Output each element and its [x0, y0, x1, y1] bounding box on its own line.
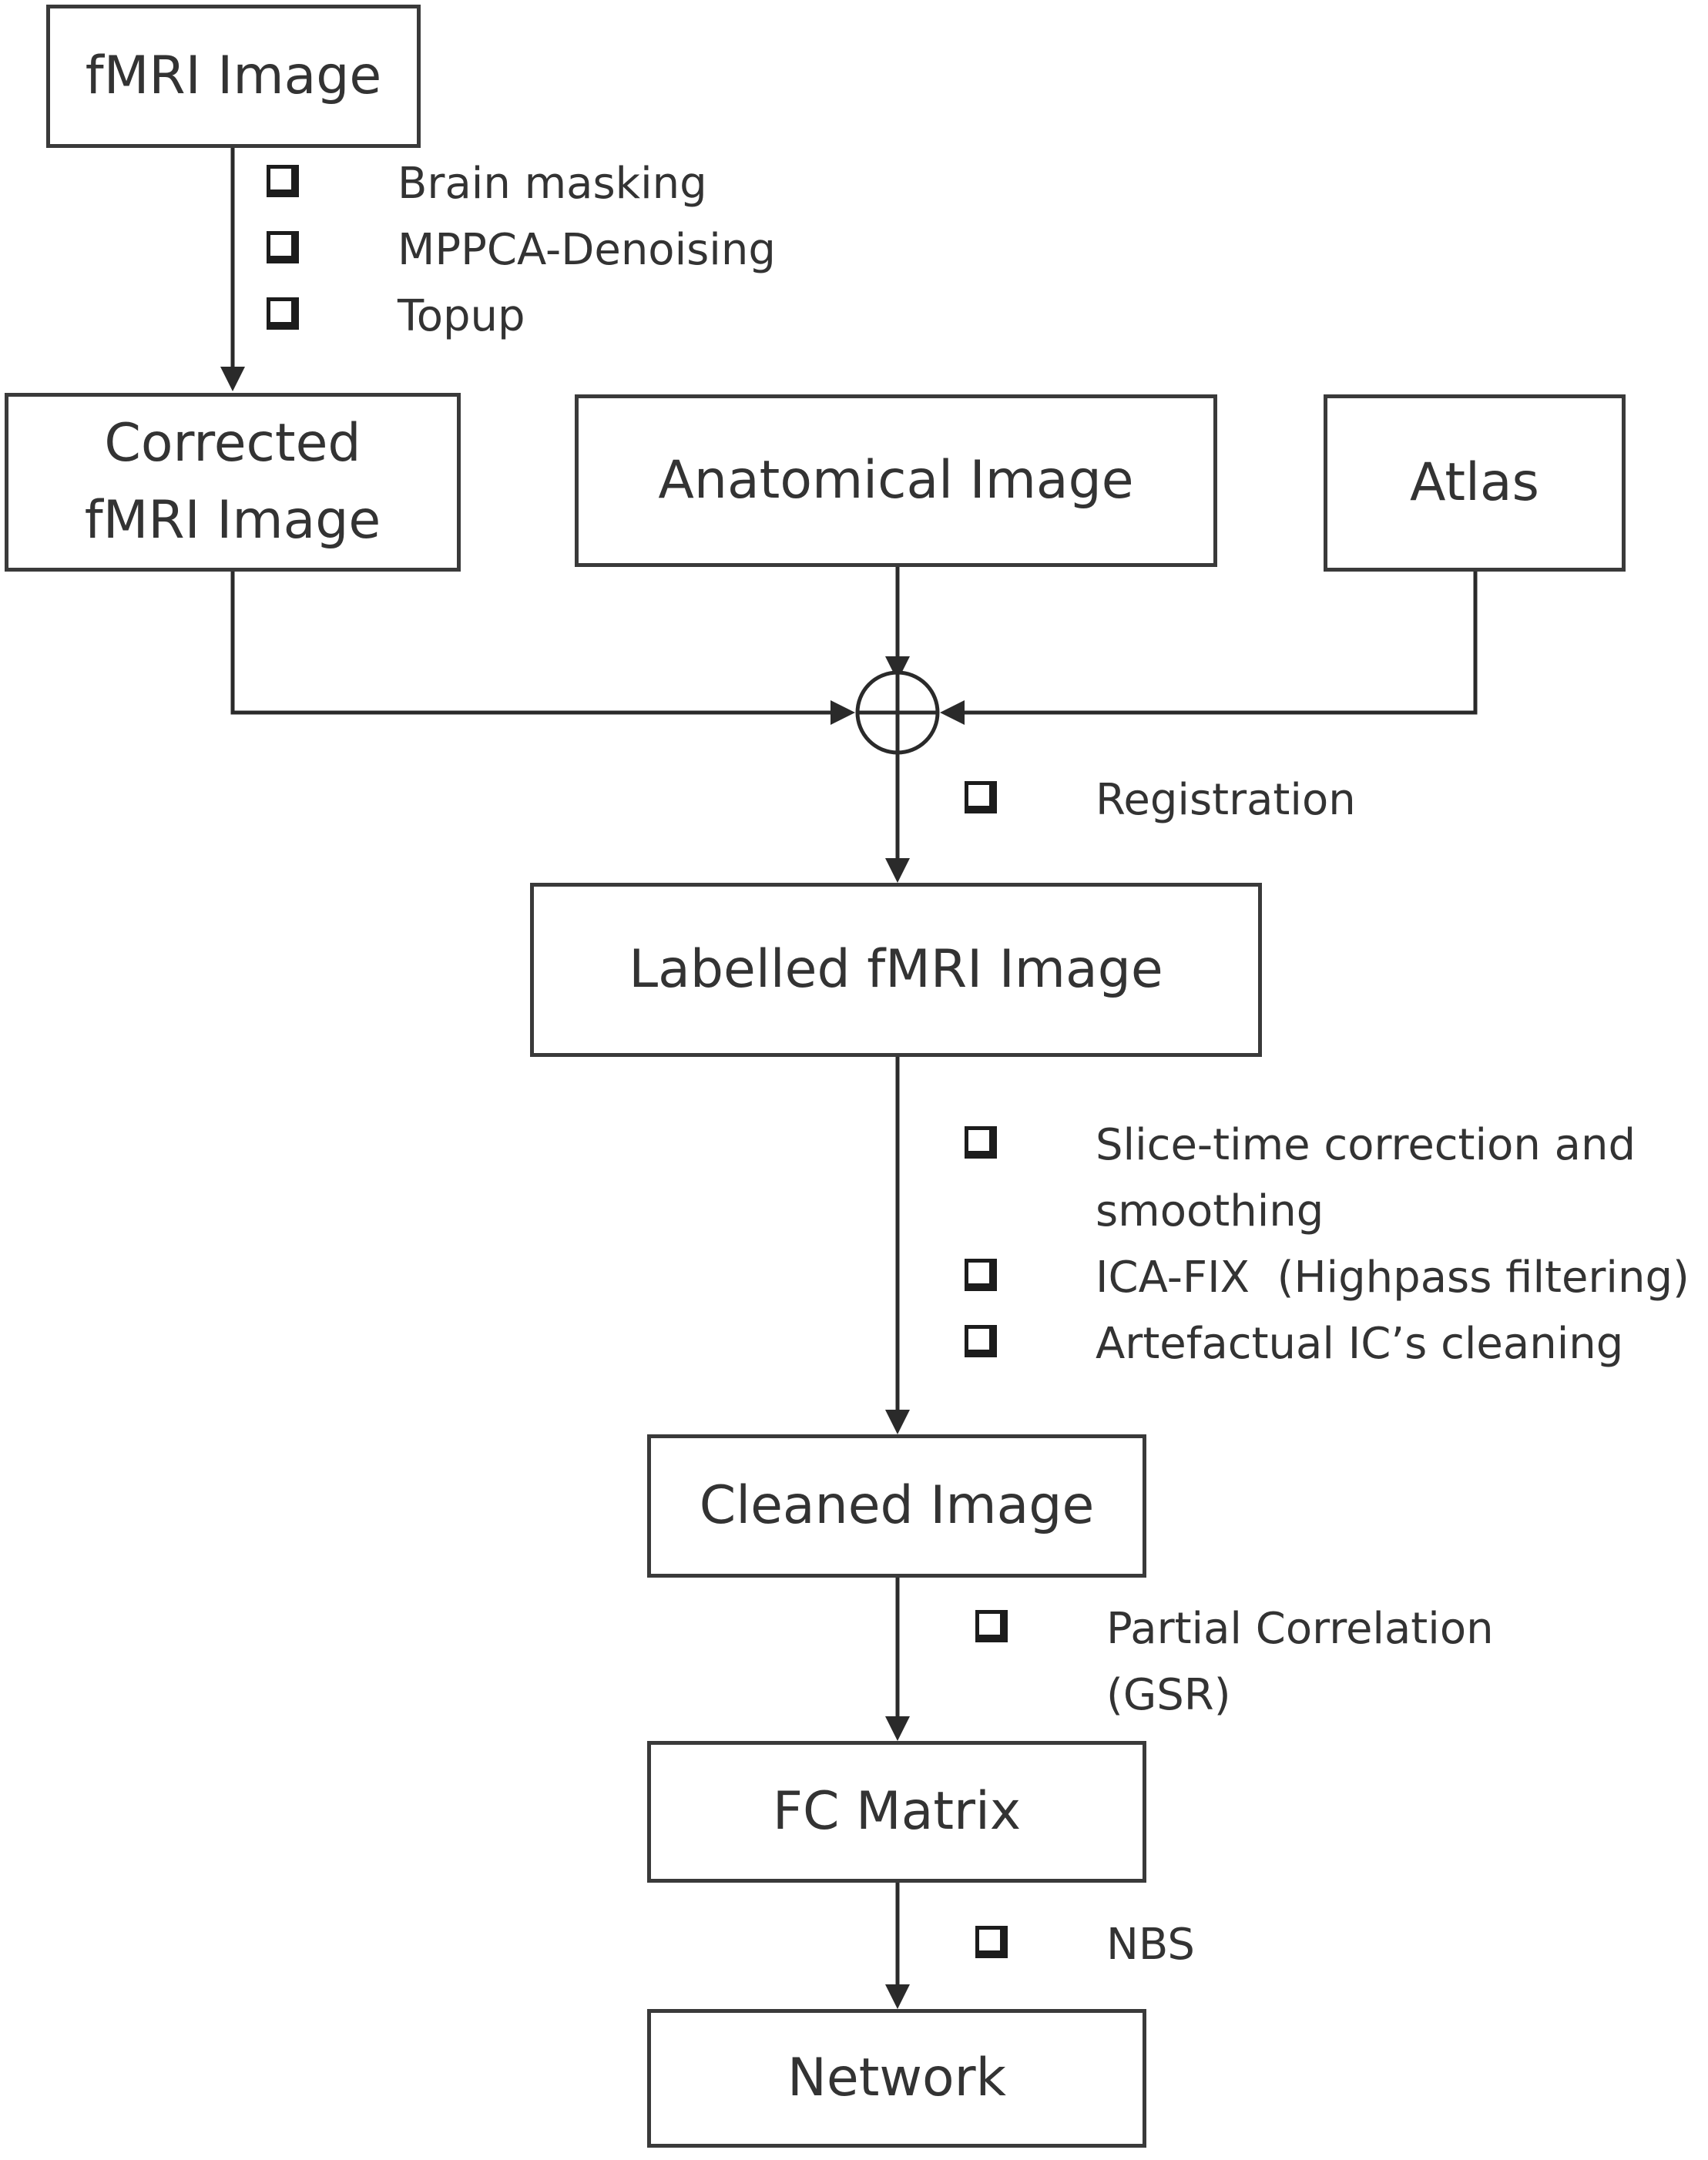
step-label: Registration: [1096, 775, 1356, 825]
step-label: Partial Correlation (GSR): [1106, 1604, 1494, 1720]
node-fmri-image: fMRI Image: [46, 5, 421, 148]
node-label: Network: [787, 2048, 1006, 2108]
step-label: Slice-time correction and smoothing: [1096, 1120, 1636, 1236]
step-registration: Registration: [965, 767, 1356, 833]
step-label: ICA-FIX (Highpass filtering): [1096, 1253, 1690, 1303]
arrow-corrected-to-sum: [230, 572, 832, 715]
step-nbs: NBS: [975, 1912, 1195, 1978]
step-brain-masking: Brain masking: [267, 151, 707, 217]
checkbox-icon: [267, 165, 299, 197]
node-fc-matrix: FC Matrix: [647, 1741, 1146, 1883]
step-partial-correlation: Partial Correlation (GSR): [975, 1596, 1494, 1729]
node-label: Labelled fMRI Image: [629, 939, 1163, 1000]
step-mppca-denoising: MPPCA-Denoising: [267, 217, 776, 283]
step-ica-fix: ICA-FIX (Highpass filtering): [965, 1245, 1690, 1311]
step-label: Artefactual IC’s cleaning: [1096, 1319, 1624, 1369]
checkbox-icon: [975, 1610, 1008, 1642]
checkbox-icon: [965, 1259, 997, 1291]
step-artefactual-ic-cleaning: Artefactual IC’s cleaning: [965, 1311, 1623, 1377]
node-network: Network: [647, 2009, 1146, 2148]
node-labelled-fmri-image: Labelled fMRI Image: [530, 883, 1262, 1057]
checkbox-icon: [267, 231, 299, 263]
checkbox-icon: [965, 1126, 997, 1159]
node-anatomical-image: Anatomical Image: [575, 394, 1217, 567]
node-label: Cleaned Image: [699, 1475, 1095, 1536]
checkbox-icon: [965, 781, 997, 813]
step-topup: Topup: [267, 283, 525, 350]
node-label: FC Matrix: [772, 1781, 1022, 1842]
checkbox-icon: [965, 1325, 997, 1357]
node-cleaned-image: Cleaned Image: [647, 1434, 1146, 1578]
step-label: Brain masking: [398, 159, 707, 209]
node-label: fMRI Image: [85, 45, 382, 106]
node-label: Atlas: [1410, 452, 1539, 513]
arrow-atlas-to-sum: [965, 572, 1478, 715]
checkbox-icon: [267, 297, 299, 330]
node-corrected-fmri-image: Corrected fMRI Image: [5, 393, 461, 572]
step-slice-time-correction: Slice-time correction and smoothing: [965, 1112, 1636, 1245]
node-label: Corrected fMRI Image: [84, 413, 381, 551]
step-label: NBS: [1106, 1920, 1195, 1970]
node-atlas: Atlas: [1324, 394, 1626, 572]
node-label: Anatomical Image: [658, 450, 1134, 511]
checkbox-icon: [975, 1926, 1008, 1958]
step-label: Topup: [398, 291, 525, 341]
step-label: MPPCA-Denoising: [398, 225, 776, 275]
